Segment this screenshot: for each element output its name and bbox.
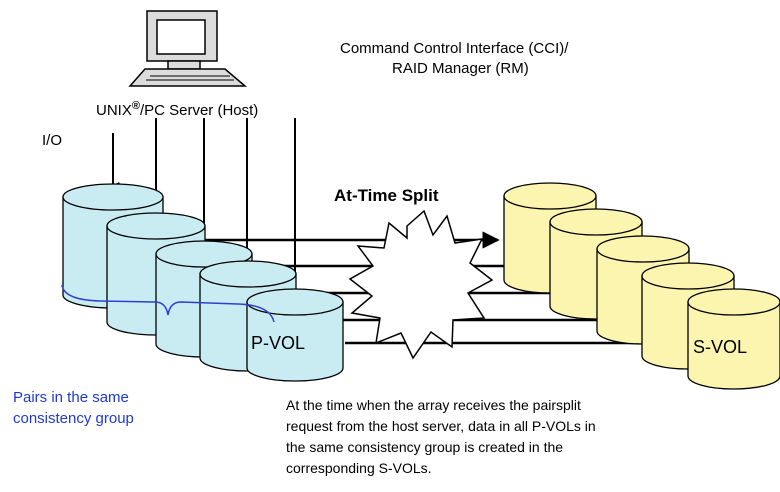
split-label: At-Time Split xyxy=(334,186,439,205)
group-label-line-1: Pairs in the same xyxy=(13,389,129,406)
svol-label: S-VOL xyxy=(693,337,748,357)
header-line-1: Command Control Interface (CCI)/ xyxy=(340,40,569,57)
group-label-line-2: consistency group xyxy=(13,410,134,427)
note-line-2: request from the host server, data in al… xyxy=(286,418,596,434)
computer-icon xyxy=(128,10,248,87)
note-line-3: the same consistency group is created in… xyxy=(286,439,564,455)
host-label-suffix: /PC Server (Host) xyxy=(139,102,259,119)
pvol-label: P-VOL xyxy=(251,333,306,353)
starburst-icon xyxy=(348,209,494,360)
svol-cylinders xyxy=(503,182,780,390)
pvol-cylinders xyxy=(62,183,344,382)
svol-cylinder xyxy=(687,288,780,390)
host-label: UNIX®/PC Server (Host) xyxy=(96,100,258,119)
group-brace xyxy=(61,284,275,323)
pvol-cylinder xyxy=(246,288,344,382)
note-line-1: At the time when the array receives the … xyxy=(286,397,581,413)
io-label: I/O xyxy=(42,132,63,149)
host-label-prefix: UNIX xyxy=(96,102,132,119)
registered-mark: ® xyxy=(131,100,140,112)
note-line-4: corresponding S-VOLs. xyxy=(286,460,432,476)
header-line-2: RAID Manager (RM) xyxy=(392,60,529,77)
